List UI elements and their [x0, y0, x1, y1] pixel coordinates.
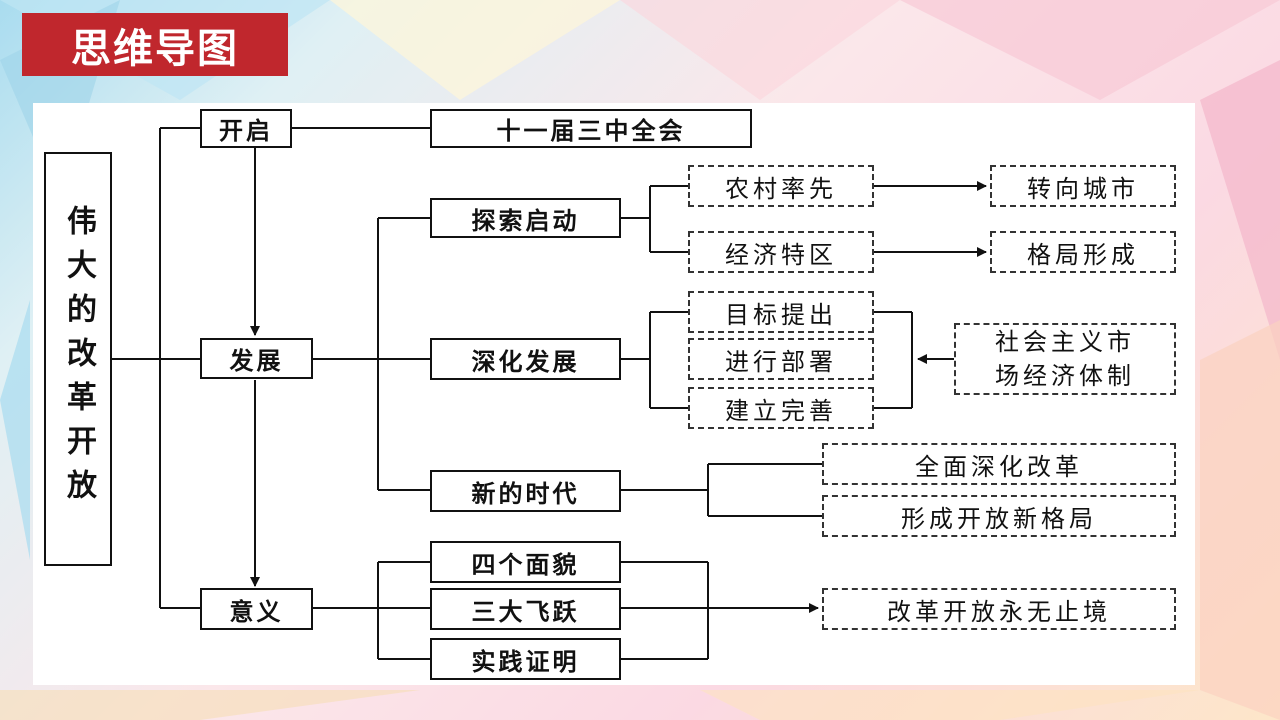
node-to-cities: 转向城市 [990, 165, 1176, 207]
node-deployment: 进行部署 [688, 338, 874, 380]
market-economy-line1: 社会主义市 [995, 328, 1135, 356]
market-economy-line2: 场经济体制 [995, 362, 1135, 390]
page-title: 思维导图 [22, 13, 288, 76]
node-rural-first: 农村率先 [688, 165, 874, 207]
node-start: 开启 [200, 109, 292, 148]
node-establish-improve: 建立完善 [688, 387, 874, 429]
node-deepen-reform: 全面深化改革 [822, 443, 1176, 485]
root-node: 伟大的改革开放 [44, 152, 112, 566]
node-no-end: 改革开放永无止境 [822, 588, 1176, 630]
node-meaning: 意义 [200, 588, 313, 630]
node-pattern-formed: 格局形成 [990, 231, 1176, 273]
node-open-pattern: 形成开放新格局 [822, 495, 1176, 537]
node-four-aspects: 四个面貌 [430, 541, 621, 583]
node-practice-proves: 实践证明 [430, 638, 621, 680]
node-develop: 发展 [200, 338, 313, 379]
node-three-leaps: 三大飞跃 [430, 588, 621, 630]
node-third-plenum: 十一届三中全会 [430, 109, 752, 148]
node-new-era: 新的时代 [430, 470, 621, 512]
node-explore: 探索启动 [430, 198, 621, 238]
root-node-label: 伟大的改革开放 [61, 205, 96, 513]
node-sez: 经济特区 [688, 231, 874, 273]
node-deepen: 深化发展 [430, 338, 621, 380]
node-goal-proposed: 目标提出 [688, 291, 874, 333]
node-market-economy: 社会主义市 场经济体制 [954, 323, 1176, 395]
